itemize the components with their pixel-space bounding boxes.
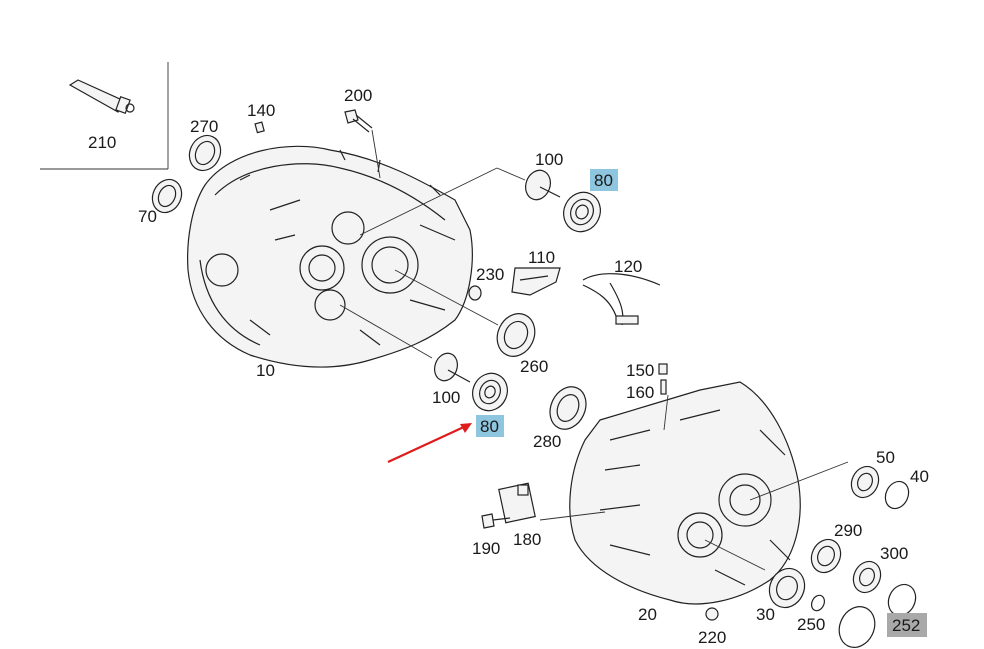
callout-110[interactable]: 110 [528, 248, 555, 267]
sensor-160 [660, 379, 667, 395]
callout-300[interactable]: 300 [880, 544, 908, 563]
inset-frame [40, 62, 169, 170]
callout-190[interactable]: 190 [472, 539, 500, 558]
callout-50[interactable]: 50 [876, 448, 895, 467]
seal-290 [810, 538, 842, 574]
callout-200[interactable]: 200 [344, 86, 372, 105]
sensor-150 [658, 363, 668, 375]
seal-70 [151, 178, 183, 214]
callout-150[interactable]: 150 [626, 361, 654, 380]
callout-160[interactable]: 160 [626, 383, 654, 402]
bearing-50 [850, 465, 880, 499]
callout-100-top[interactable]: 100 [535, 150, 563, 169]
callout-100-mid[interactable]: 100 [432, 388, 460, 407]
bolt-200 [344, 109, 381, 179]
bearing-300 [852, 560, 882, 594]
shim-100-mid [339, 304, 471, 383]
highlight-80-mid [476, 415, 504, 437]
bearing-80-top [563, 191, 601, 233]
callout-80-top[interactable]: 80 [594, 171, 613, 190]
callout-80-mid[interactable]: 80 [480, 417, 499, 436]
callout-220[interactable]: 220 [698, 628, 726, 647]
seal-260 [394, 269, 536, 357]
bracket-110 [511, 267, 561, 296]
front-housing-10 [187, 145, 473, 368]
plug-220 [705, 607, 719, 621]
sealant-tube-icon [68, 79, 135, 115]
bolt-190 [481, 513, 511, 529]
sensor-180 [498, 482, 536, 524]
seal-280 [549, 386, 587, 430]
callout-250[interactable]: 250 [797, 615, 825, 634]
callout-20[interactable]: 20 [638, 605, 657, 624]
pin-140 [254, 121, 265, 134]
seal-large [838, 606, 876, 648]
callout-40[interactable]: 40 [910, 467, 929, 486]
callout-140[interactable]: 140 [247, 101, 275, 120]
callout-252[interactable]: 252 [892, 616, 920, 635]
highlight-80-top [590, 169, 618, 191]
red-arrow-icon [387, 423, 472, 463]
bearing-30 [768, 567, 806, 609]
callout-280[interactable]: 280 [533, 432, 561, 451]
callout-210[interactable]: 210 [88, 133, 116, 152]
bearing-80-mid [472, 372, 508, 412]
callout-260[interactable]: 260 [520, 357, 548, 376]
callout-270[interactable]: 270 [190, 117, 218, 136]
callout-70[interactable]: 70 [138, 207, 157, 226]
callout-290[interactable]: 290 [834, 521, 862, 540]
fork-120 [582, 273, 661, 326]
rear-housing-20 [539, 381, 849, 605]
circlip-250 [810, 594, 826, 612]
callout-230[interactable]: 230 [476, 265, 504, 284]
callout-30[interactable]: 30 [756, 605, 775, 624]
callout-10[interactable]: 10 [256, 361, 275, 380]
shim-100-top [359, 167, 561, 236]
callout-120[interactable]: 120 [614, 257, 642, 276]
plug-230 [468, 285, 482, 301]
circlip-40 [884, 480, 910, 510]
callout-180[interactable]: 180 [513, 530, 541, 549]
highlight-252 [887, 613, 927, 637]
seal-270 [188, 134, 222, 172]
